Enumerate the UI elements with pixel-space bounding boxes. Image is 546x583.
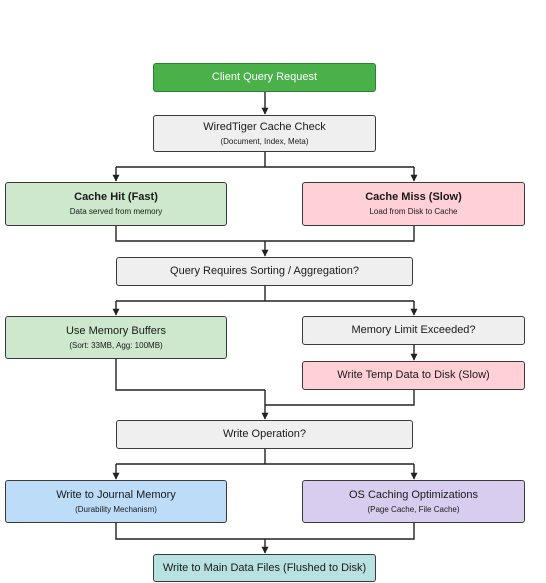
node-title: WiredTiger Cache Check — [203, 120, 326, 133]
node-write-operation-decision: Write Operation? — [116, 420, 413, 449]
node-cache-hit: Cache Hit (Fast) Data served from memory — [5, 182, 227, 226]
node-subtitle: (Sort: 33MB, Agg: 100MB) — [69, 340, 163, 350]
node-subtitle: Data served from memory — [69, 207, 163, 216]
node-subtitle: (Durability Mechanism) — [75, 504, 157, 514]
node-wiredtiger-cache-check: WiredTiger Cache Check (Document, Index,… — [153, 115, 376, 152]
node-title: Cache Hit (Fast) — [74, 191, 158, 203]
node-subtitle: (Page Cache, File Cache) — [367, 504, 460, 514]
edge-sort-bar — [116, 286, 414, 302]
node-title: Query Requires Sorting / Aggregation? — [170, 265, 359, 277]
edge-sort-merge — [115, 359, 415, 406]
node-title: Write to Journal Memory — [56, 488, 176, 501]
edge-cache-check-bar — [116, 152, 414, 168]
node-client-query-request: Client Query Request — [153, 63, 376, 92]
node-cache-miss: Cache Miss (Slow) Load from Disk to Cach… — [302, 182, 525, 226]
node-write-temp-data: Write Temp Data to Disk (Slow) — [302, 361, 525, 390]
node-use-memory-buffers: Use Memory Buffers (Sort: 33MB, Agg: 100… — [5, 316, 227, 359]
node-title: Memory Limit Exceeded? — [351, 324, 476, 336]
edge-write-bar — [116, 449, 414, 465]
edge-write-merge — [115, 523, 415, 540]
node-title: Write Temp Data to Disk (Slow) — [337, 369, 490, 381]
edge-cache-merge — [115, 226, 415, 242]
node-title: OS Caching Optimizations — [349, 488, 478, 501]
node-title: Cache Miss (Slow) — [365, 191, 462, 203]
node-subtitle: Load from Disk to Cache — [369, 207, 458, 216]
node-os-caching: OS Caching Optimizations (Page Cache, Fi… — [302, 480, 525, 523]
node-title: Write Operation? — [223, 428, 306, 440]
node-title: Client Query Request — [211, 71, 318, 83]
node-subtitle: (Document, Index, Meta) — [220, 136, 309, 146]
node-journal-memory: Write to Journal Memory (Durability Mech… — [5, 480, 227, 523]
node-memory-limit-decision: Memory Limit Exceeded? — [302, 316, 525, 345]
node-title: Use Memory Buffers — [65, 324, 167, 337]
node-sort-aggregation-decision: Query Requires Sorting / Aggregation? — [116, 257, 413, 286]
node-main-data-files: Write to Main Data Files (Flushed to Dis… — [153, 554, 376, 582]
node-title: Write to Main Data Files (Flushed to Dis… — [162, 561, 367, 574]
